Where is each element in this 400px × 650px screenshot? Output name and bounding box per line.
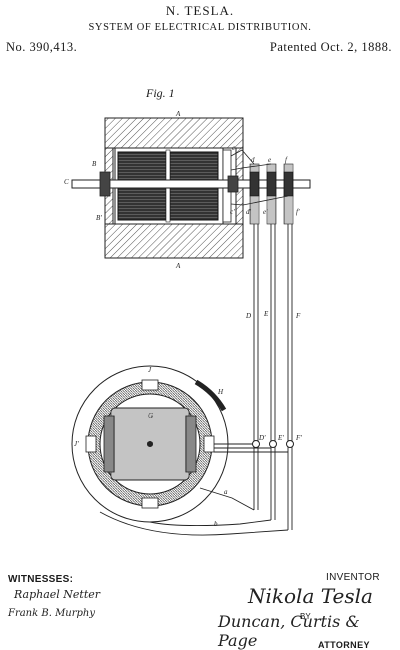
label-wire-D: D	[245, 312, 251, 320]
line-wires	[253, 224, 293, 530]
label-A-bottom: A	[175, 262, 181, 270]
label-wire-F: F	[295, 312, 301, 320]
label-a: a	[224, 488, 228, 496]
witness-signature-2: Frank B. Murphy	[8, 608, 96, 619]
label-lower-D: D'	[258, 434, 266, 442]
attorney-label: ATTORNEY	[318, 640, 370, 650]
label-ring-d: d	[251, 156, 255, 164]
collector-rings	[249, 163, 294, 225]
attorney-signature: Duncan, Curtis & Page	[218, 612, 360, 650]
junction-nodes	[252, 440, 294, 448]
witness-signature-1: Raphael Netter	[14, 588, 101, 601]
inventor-name-heading: N. TESLA.	[165, 3, 235, 18]
label-J: J	[148, 366, 152, 374]
label-C: C	[64, 178, 69, 186]
witnesses-label: WITNESSES:	[8, 574, 74, 585]
label-c-prime: c'	[230, 208, 235, 216]
label-brush-d: d'	[246, 208, 252, 216]
armature-leads	[230, 149, 289, 206]
label-A-top: A	[175, 110, 181, 118]
patent-date: Patented Oct. 2, 1888.	[269, 40, 392, 54]
label-c: c	[232, 144, 236, 152]
by-label: BY	[300, 612, 311, 621]
motor-wires	[99, 443, 289, 536]
label-H: H	[217, 388, 224, 396]
label-J-prime: J'	[74, 440, 79, 448]
label-wire-E: E	[263, 310, 269, 318]
patent-title: SYSTEM OF ELECTRICAL DISTRIBUTION.	[88, 22, 312, 33]
inventor-signature: Nikola Tesla	[248, 584, 373, 608]
generator-shaft	[71, 171, 311, 197]
label-lower-F: F'	[295, 434, 302, 442]
label-lower-E: E'	[277, 434, 284, 442]
label-brush-e: e'	[263, 208, 268, 216]
label-G: G	[148, 412, 153, 420]
label-ring-f: f	[285, 156, 288, 164]
label-B: B	[92, 160, 97, 168]
patent-number: No. 390,413.	[6, 40, 78, 54]
figure-letter-labels: A A B B' C c c' d e f d' e' f' D E F G H…	[64, 110, 302, 528]
label-brush-f: f'	[296, 208, 300, 216]
label-b: b	[214, 520, 218, 528]
figure-label: Fig. 1	[146, 86, 175, 100]
motor	[71, 365, 229, 523]
inventor-label: INVENTOR	[326, 572, 380, 583]
label-B-prime: B'	[96, 214, 102, 222]
label-ring-e: e	[268, 156, 271, 164]
